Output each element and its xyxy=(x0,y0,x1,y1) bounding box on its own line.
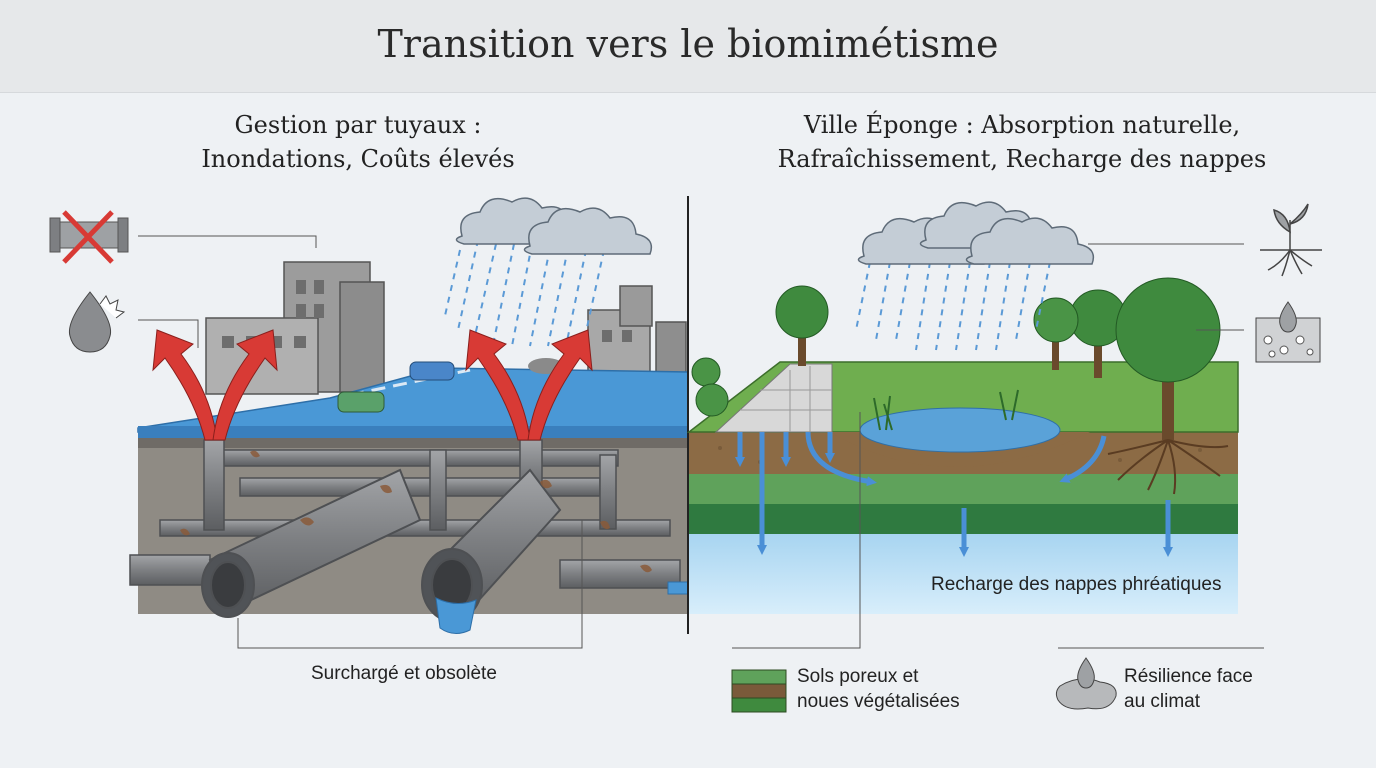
right-heading-line2: Rafraîchissement, Recharge des nappes xyxy=(777,145,1267,173)
car-2 xyxy=(409,361,455,381)
legend-soil: Sols poreux et noues végétalisées xyxy=(797,664,960,714)
right-heading-line1: Ville Éponge : Absorption naturelle, xyxy=(803,111,1241,139)
water-drop-damage-icon xyxy=(68,291,126,353)
connector-lines xyxy=(138,235,1264,649)
legend-soil-line1: Sols poreux et xyxy=(797,666,919,687)
legend-resilience-line1: Résilience face xyxy=(1124,666,1253,687)
soil-layers-legend-icon xyxy=(731,669,787,713)
right-rain xyxy=(855,261,1051,351)
flood-arrows xyxy=(152,329,593,441)
legend-resilience-line2: au climat xyxy=(1124,691,1201,712)
left-heading-line2: Inondations, Coûts élevés xyxy=(201,145,515,173)
infiltration-arrows xyxy=(735,431,1173,557)
retention-pond xyxy=(859,407,1061,453)
left-caption: Surchargé et obsolète xyxy=(311,663,497,684)
left-heading-line1: Gestion par tuyaux : xyxy=(234,111,482,139)
left-heading: Gestion par tuyaux : Inondations, Coûts … xyxy=(138,108,578,176)
broken-pipe-icon xyxy=(49,210,129,264)
car-1 xyxy=(337,391,385,413)
tree-roots xyxy=(1107,439,1229,495)
title-bar: Transition vers le biomimétisme xyxy=(0,0,1376,93)
legend-resilience: Résilience face au climat xyxy=(1124,664,1253,714)
permeable-pavement xyxy=(714,363,833,433)
left-cloud xyxy=(455,197,653,255)
legend-soil-line2: noues végétalisées xyxy=(797,691,960,712)
trees xyxy=(691,277,1221,440)
page-title: Transition vers le biomimétisme xyxy=(377,22,999,66)
right-scene xyxy=(686,201,1239,614)
left-rain xyxy=(443,239,605,347)
left-scene xyxy=(129,197,745,634)
porous-soil-drop-icon xyxy=(1255,301,1321,363)
aquifer-label: Recharge des nappes phréatiques xyxy=(931,574,1222,595)
resilience-legend-icon xyxy=(1055,657,1117,710)
right-cloud xyxy=(857,201,1095,265)
right-heading: Ville Éponge : Absorption naturelle, Raf… xyxy=(742,108,1302,176)
plant-roots-icon xyxy=(1260,203,1322,277)
